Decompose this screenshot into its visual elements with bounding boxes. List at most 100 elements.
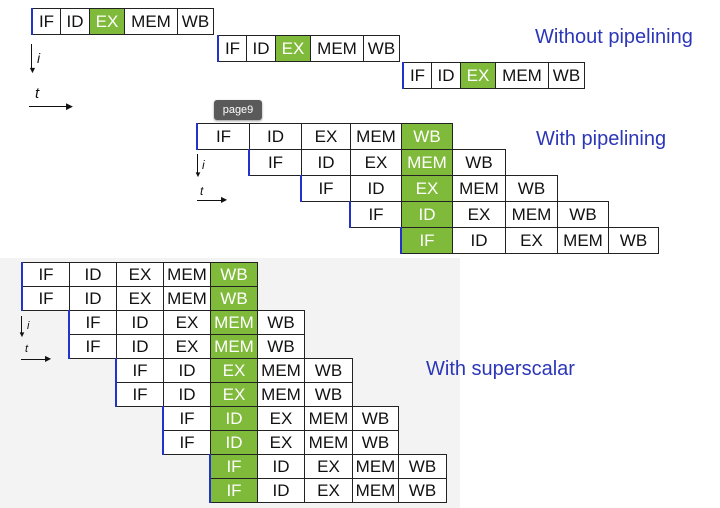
page-badge: page9 — [214, 100, 262, 120]
stage-cell-if: IF — [116, 382, 164, 407]
stage-cell-if: IF — [403, 62, 432, 89]
stage-cell-if: IF — [350, 201, 402, 228]
stage-cell-wb: WB — [398, 478, 447, 503]
stage-cell-wb: WB — [177, 8, 214, 35]
stage-cell-ex: EX — [401, 175, 453, 202]
stage-cell-if: IF — [22, 262, 70, 287]
axis-i-label: i — [27, 320, 30, 332]
stage-cell-id: ID — [69, 262, 117, 287]
stage-cell-wb: WB — [557, 201, 609, 228]
instruction-start-marker — [217, 35, 219, 62]
instruction-start-marker — [21, 262, 23, 287]
stage-cell-id: ID — [257, 454, 305, 479]
axis-i-arrowhead: ▼ — [18, 330, 26, 339]
stage-cell-id: ID — [210, 430, 258, 455]
axis-t-arrow — [21, 359, 47, 360]
instruction-start-marker — [31, 8, 33, 35]
stage-cell-id: ID — [431, 62, 461, 89]
stage-cell-ex: EX — [304, 478, 353, 503]
stage-cell-ex: EX — [210, 358, 258, 383]
stage-cell-if: IF — [249, 149, 302, 176]
stage-cell-mem: MEM — [505, 201, 558, 228]
stage-cell-if: IF — [22, 286, 70, 311]
stage-cell-mem: MEM — [350, 123, 402, 150]
instruction-start-marker — [400, 227, 402, 254]
instruction-start-marker — [68, 334, 70, 359]
stage-cell-mem: MEM — [257, 382, 305, 407]
stage-cell-id: ID — [246, 35, 276, 62]
stage-cell-wb: WB — [257, 310, 305, 335]
stage-cell-if: IF — [116, 358, 164, 383]
stage-cell-id: ID — [301, 149, 351, 176]
stage-cell-if: IF — [197, 123, 250, 150]
axis-t-label: t — [25, 343, 29, 355]
stage-cell-ex: EX — [163, 334, 211, 359]
axis-i-arrow — [31, 44, 32, 68]
stage-cell-mem: MEM — [557, 227, 609, 254]
stage-cell-ex: EX — [89, 8, 125, 35]
stage-cell-if: IF — [69, 310, 117, 335]
stage-cell-ex: EX — [275, 35, 311, 62]
stage-cell-mem: MEM — [210, 310, 258, 335]
stage-cell-ex: EX — [257, 406, 305, 431]
stage-cell-mem: MEM — [401, 149, 453, 176]
instruction-start-marker — [349, 201, 351, 228]
stage-cell-mem: MEM — [210, 334, 258, 359]
axis-t-label: t — [200, 184, 204, 198]
stage-cell-mem: MEM — [163, 286, 211, 311]
stage-cell-mem: MEM — [452, 175, 506, 202]
stage-cell-if: IF — [301, 175, 351, 202]
stage-cell-if: IF — [218, 35, 247, 62]
stage-cell-if: IF — [32, 8, 61, 35]
axis-i-arrow — [21, 316, 22, 334]
axis-t-arrow — [29, 106, 69, 107]
stage-cell-ex: EX — [210, 382, 258, 407]
instruction-start-marker — [115, 382, 117, 407]
instruction-start-marker — [300, 175, 302, 202]
stage-cell-wb: WB — [608, 227, 659, 254]
instruction-start-marker — [162, 430, 164, 455]
axis-i-label: i — [37, 50, 41, 66]
heading-with-pipelining: With pipelining — [536, 128, 667, 150]
stage-cell-wb: WB — [452, 149, 506, 176]
instruction-start-marker — [21, 286, 23, 311]
stage-cell-if: IF — [69, 334, 117, 359]
stage-cell-ex: EX — [460, 62, 496, 89]
instruction-start-marker — [248, 149, 250, 176]
stage-cell-if: IF — [163, 430, 211, 455]
stage-cell-ex: EX — [350, 149, 402, 176]
stage-cell-mem: MEM — [304, 406, 353, 431]
stage-cell-wb: WB — [352, 430, 399, 455]
stage-cell-id: ID — [210, 406, 258, 431]
instruction-start-marker — [68, 310, 70, 335]
stage-cell-id: ID — [60, 8, 90, 35]
stage-cell-id: ID — [116, 334, 164, 359]
stage-cell-wb: WB — [304, 382, 353, 407]
axis-i-label: i — [202, 158, 205, 172]
stage-cell-ex: EX — [452, 201, 506, 228]
stage-cell-mem: MEM — [124, 8, 178, 35]
stage-cell-id: ID — [350, 175, 402, 202]
instruction-start-marker — [209, 454, 211, 479]
stage-cell-ex: EX — [116, 262, 164, 287]
stage-cell-wb: WB — [505, 175, 558, 202]
stage-cell-wb: WB — [363, 35, 400, 62]
stage-cell-wb: WB — [257, 334, 305, 359]
stage-cell-wb: WB — [398, 454, 447, 479]
stage-cell-mem: MEM — [257, 358, 305, 383]
axis-i-arrow — [197, 154, 198, 174]
stage-cell-mem: MEM — [310, 35, 364, 62]
axis-i-arrowhead: ▼ — [194, 170, 202, 179]
instruction-start-marker — [162, 406, 164, 431]
stage-cell-wb: WB — [304, 358, 353, 383]
axis-t-arrowhead: ▶ — [45, 354, 52, 363]
heading-without-pipelining: Without pipelining — [535, 26, 693, 48]
stage-cell-mem: MEM — [352, 478, 399, 503]
stage-cell-ex: EX — [301, 123, 351, 150]
stage-cell-id: ID — [163, 358, 211, 383]
axis-t-label: t — [35, 85, 40, 102]
stage-cell-wb: WB — [210, 286, 258, 311]
stage-cell-ex: EX — [257, 430, 305, 455]
stage-cell-if: IF — [210, 478, 258, 503]
